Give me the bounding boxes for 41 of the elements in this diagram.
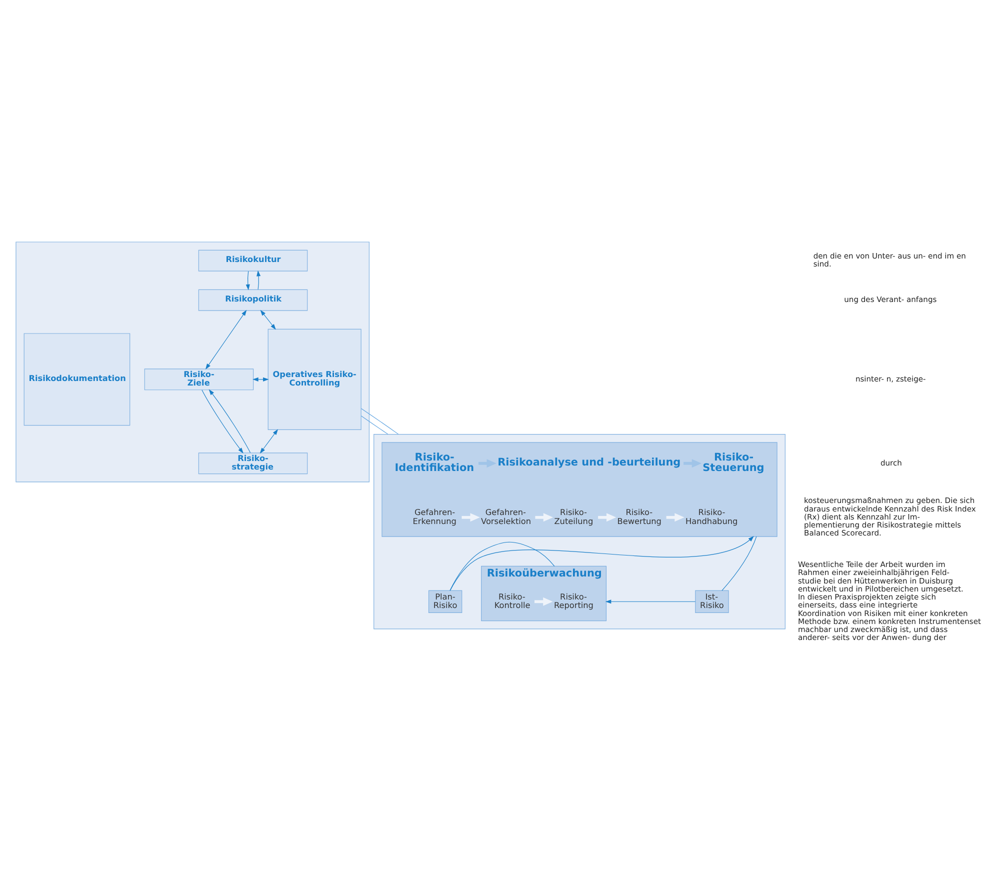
cluster [381, 442, 777, 537]
arrow [534, 597, 552, 606]
node-box: Risikodokumentation [23, 333, 130, 426]
node-text: Risiko- Kontrolle [494, 591, 530, 610]
arrow [204, 310, 246, 370]
node-text: Risiko- Handhabung [685, 507, 738, 526]
connector [360, 408, 398, 435]
node-text: Risiko- Steuerung [702, 452, 764, 474]
cluster [373, 434, 785, 630]
arrow [478, 459, 496, 468]
arrow [666, 513, 684, 522]
arrow [683, 459, 702, 468]
node-text: Risiko- Reporting [553, 591, 593, 610]
node-box: Plan- Risiko [428, 590, 462, 613]
arrow [201, 390, 243, 454]
node-text: Risiko- Bewertung [616, 507, 661, 526]
node-text: Gefahren- Erkennung [412, 507, 456, 526]
arrow [208, 389, 250, 454]
arrow [449, 536, 754, 591]
arrow [245, 270, 250, 290]
arrow [259, 429, 278, 454]
arrow [534, 513, 553, 522]
node-text: Risiko- Zuteilung [554, 507, 593, 526]
node-box: Risikokultur [198, 250, 308, 272]
node-text: Gefahren- Vorselektion [480, 507, 531, 526]
arrow [260, 310, 276, 330]
arrow [604, 600, 696, 604]
arrow [598, 513, 616, 522]
node-box: Risikopolitik [198, 289, 308, 311]
cluster [15, 242, 369, 482]
node-box: Risiko- Ziele [144, 368, 254, 390]
connector [449, 542, 554, 591]
arrow [461, 513, 480, 522]
node-box: Ist- Risiko [694, 590, 728, 613]
connector [360, 416, 388, 435]
node-text: Risiko- Identifikation [394, 452, 474, 474]
node-text: Risikoanalyse und -beurteilung [497, 456, 680, 468]
connector [721, 536, 756, 591]
node-box: Risiko- strategie [198, 452, 308, 474]
node-box: Operatives Risiko- Controlling [267, 328, 361, 430]
arrow [256, 270, 260, 290]
